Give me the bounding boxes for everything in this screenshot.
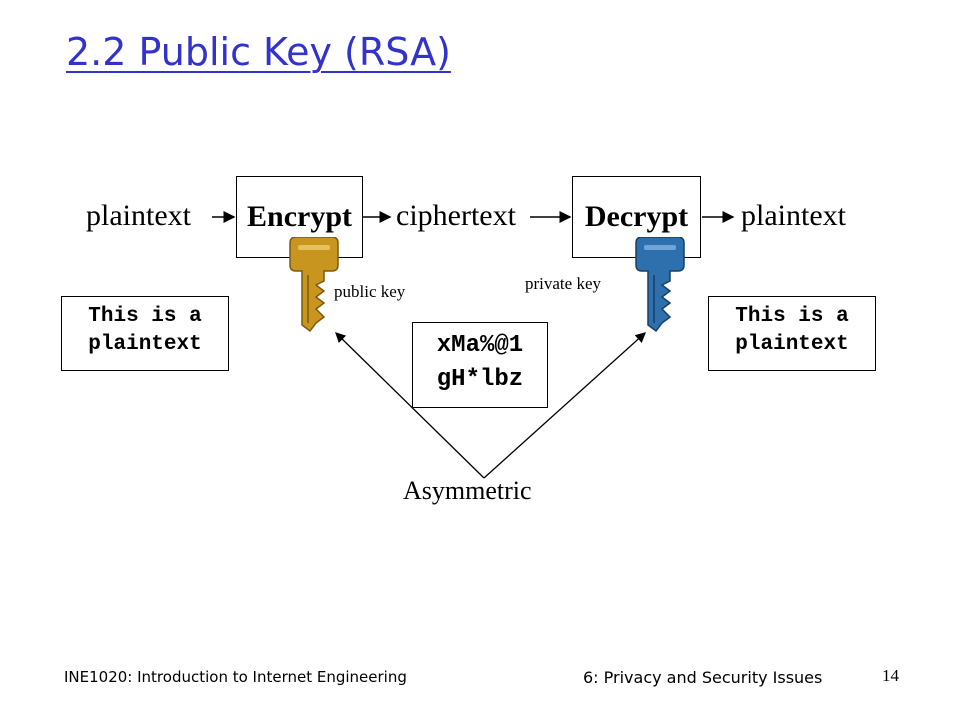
plaintext-sample-right: This is a plaintext	[708, 296, 876, 371]
slide-title: 2.2 Public Key (RSA)	[66, 30, 451, 74]
plaintext-sample-left: This is a plaintext	[61, 296, 229, 371]
private-key-icon	[635, 237, 685, 333]
plaintext-sample-right-line2: plaintext	[735, 333, 849, 356]
ciphertext-sample-line2: gH*lbz	[436, 366, 524, 393]
ciphertext-sample: xMa%@1 gH*lbz	[412, 322, 548, 408]
plaintext-output-label: plaintext	[741, 199, 846, 232]
page-number: 14	[882, 666, 899, 685]
plaintext-sample-right-line1: This is a	[735, 305, 849, 328]
decrypt-label: Decrypt	[584, 200, 689, 233]
public-key-icon	[289, 237, 339, 333]
plaintext-input-label: plaintext	[86, 199, 191, 232]
arrow-asymmetric-to-public-key	[335, 332, 485, 479]
encrypt-label: Encrypt	[247, 200, 352, 233]
encrypt-box: Encrypt	[236, 176, 363, 258]
plaintext-sample-left-line2: plaintext	[88, 333, 202, 356]
arrow-asymmetric-to-private-key	[483, 332, 646, 479]
ciphertext-sample-line1: xMa%@1	[436, 332, 524, 359]
private-key-label: private key	[525, 274, 601, 293]
footer-chapter: 6: Privacy and Security Issues	[583, 668, 823, 687]
asymmetric-label: Asymmetric	[403, 476, 532, 505]
footer-course: INE1020: Introduction to Internet Engine…	[64, 668, 407, 686]
ciphertext-label: ciphertext	[396, 199, 516, 232]
plaintext-sample-left-line1: This is a	[88, 305, 202, 328]
public-key-label: public key	[334, 282, 406, 301]
